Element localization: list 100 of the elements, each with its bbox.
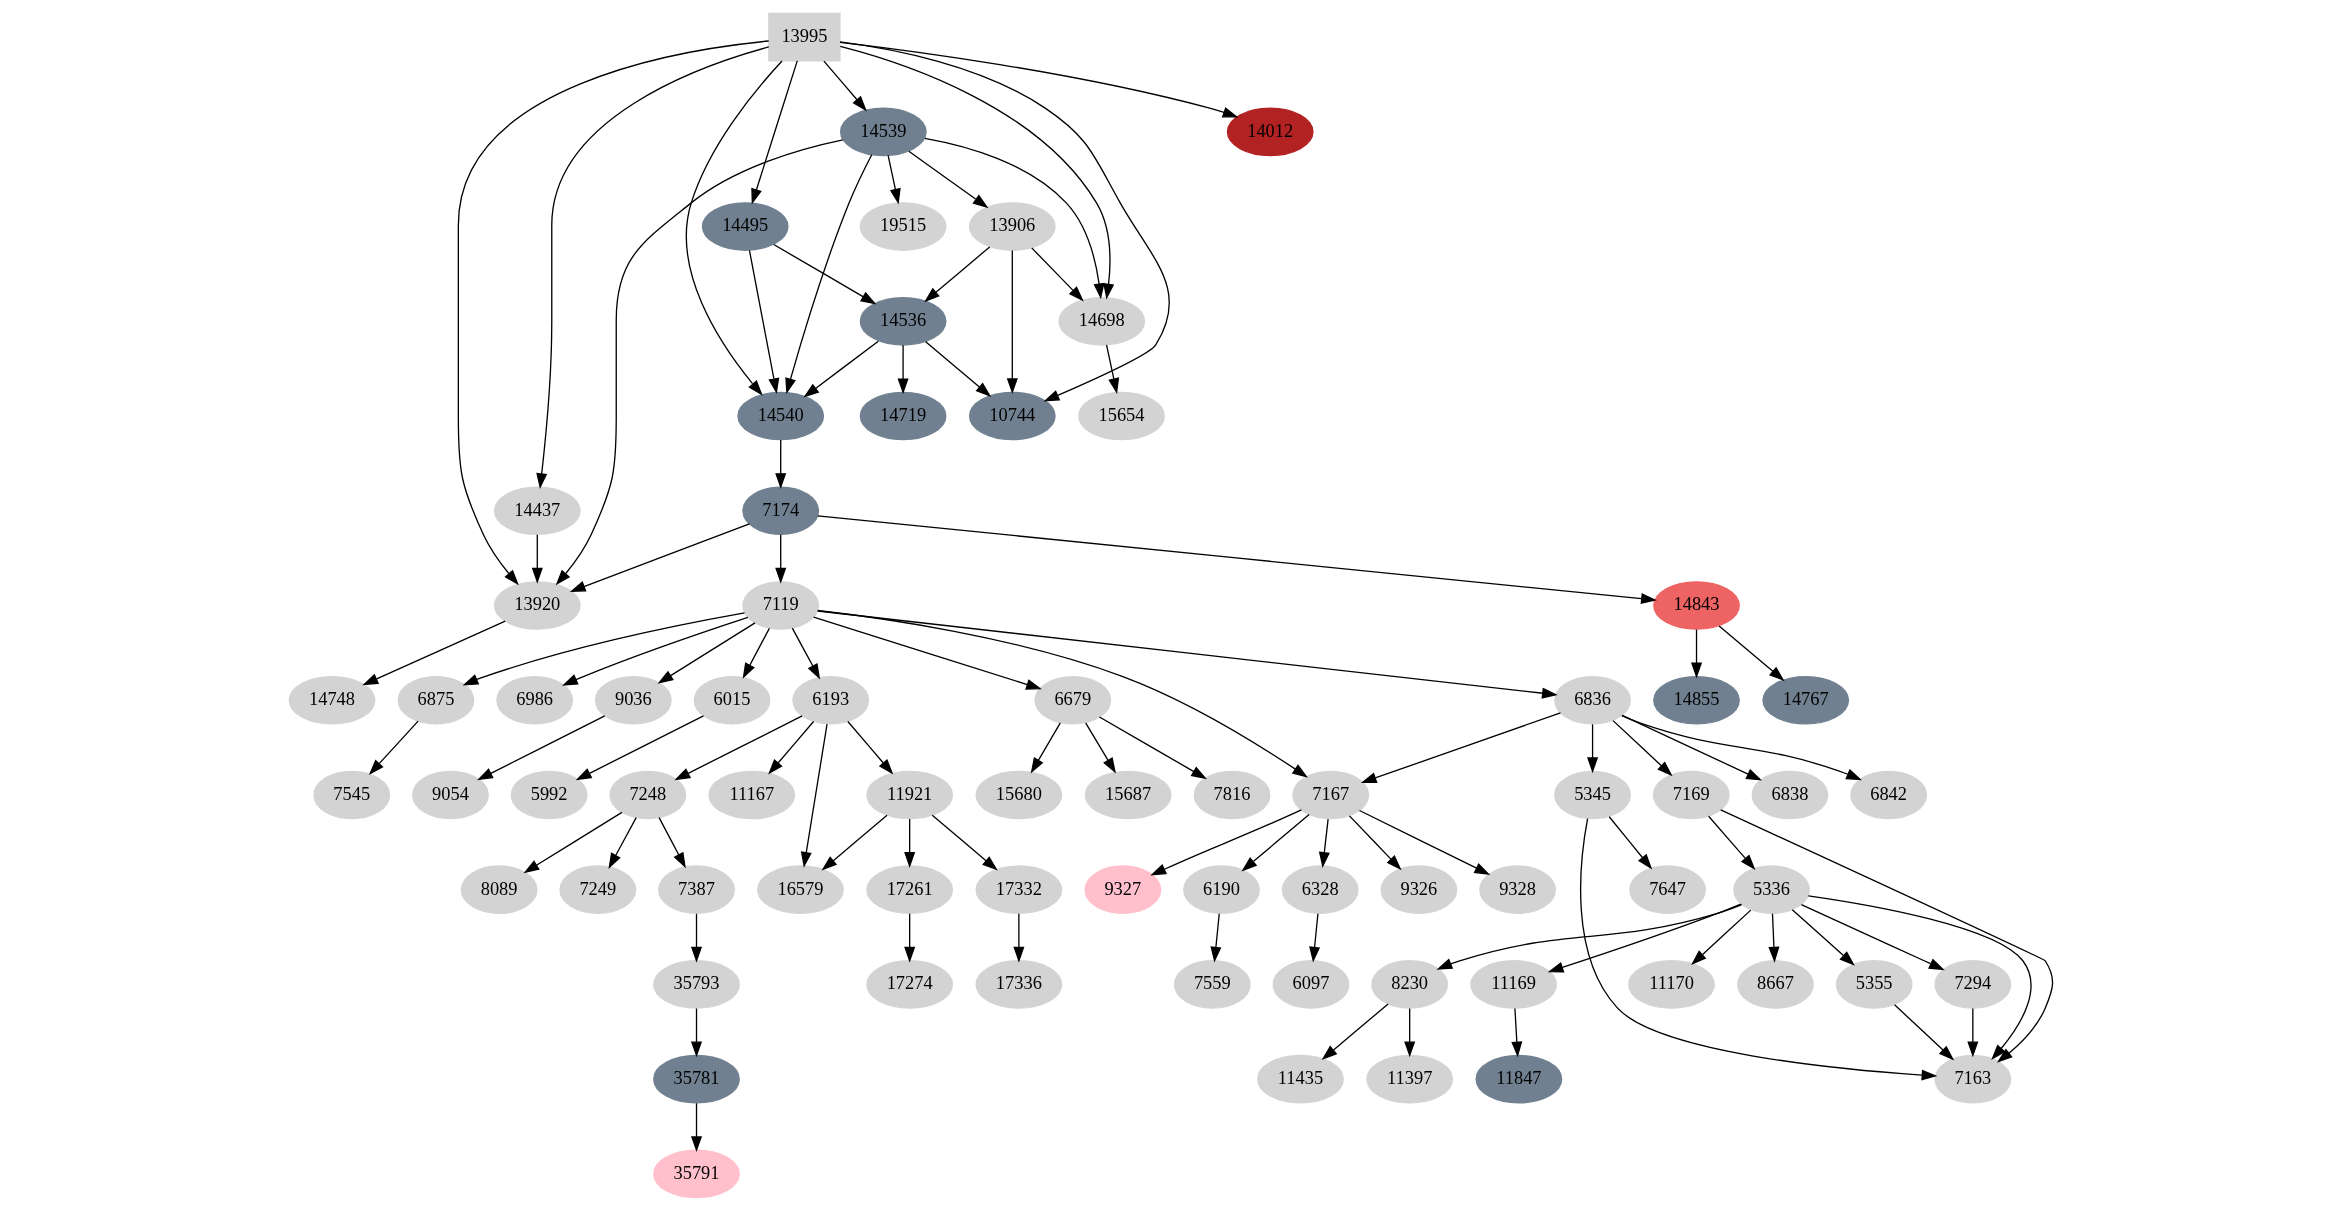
node-ellipse: 9054 [412,770,489,820]
arrow [1098,716,1208,780]
node-ellipse: 6836 [1554,675,1631,725]
arrow [690,913,703,963]
node-ellipse: 17274 [866,960,954,1009]
arrow [477,715,606,781]
node-ellipse: 8089 [460,865,538,915]
arrow [1768,913,1780,963]
arrow [823,60,867,112]
node-ellipse: 14698 [1058,296,1146,346]
node-box: 13995 [768,12,841,62]
node-ellipse: 7119 [742,581,820,630]
arrow [1210,913,1222,963]
arrow [362,620,506,686]
arrow [657,622,756,684]
arrow [523,811,623,874]
node-ellipse: 7559 [1173,960,1251,1009]
arrow [1031,247,1084,302]
arrow [1358,809,1491,875]
node-ellipse: 14539 [839,107,927,157]
node-ellipse: 17336 [975,960,1063,1009]
arrow [536,46,770,490]
arrow [1404,1007,1416,1058]
node-ellipse: 7248 [609,770,687,820]
arrow [1030,722,1061,774]
arrow [925,341,992,397]
node-ellipse: 8667 [1737,960,1814,1009]
node-ellipse: 14536 [859,296,947,346]
arrow [1691,909,1752,966]
arrow [531,534,543,584]
arrow [803,340,879,398]
arrow [1360,712,1562,784]
arrow [1511,1007,1523,1058]
node-ellipse: 14719 [859,391,947,441]
node-ellipse: 6875 [397,675,475,725]
node-ellipse: 6328 [1281,865,1359,915]
arrow [1241,813,1310,872]
arrow [751,60,798,205]
node-ellipse: 6015 [693,675,771,725]
arrow [1580,817,1938,1081]
node-ellipse: 5345 [1554,770,1631,820]
arrow [768,720,815,775]
arrow [462,612,746,686]
arrow [457,40,770,586]
arrow [924,246,991,303]
node-ellipse: 35791 [653,1149,740,1199]
node-ellipse: 16579 [757,865,844,915]
arrow [1807,895,2032,1061]
arrow [1621,715,1862,781]
arrow [674,715,803,781]
node-ellipse: 9327 [1084,865,1162,915]
arrow [1708,815,1756,870]
node-ellipse: 11921 [866,770,954,820]
arrow [555,139,844,586]
node-ellipse: 14843 [1653,581,1740,630]
node-ellipse: 5355 [1835,960,1913,1009]
node-ellipse: 6679 [1034,675,1112,725]
node-ellipse: 11435 [1257,1054,1344,1104]
arrow [1013,913,1025,963]
node-ellipse: 14855 [1653,675,1740,725]
arrow [1436,904,1743,970]
arrow [562,616,749,686]
node-ellipse: 19515 [859,202,947,251]
node-ellipse: 35793 [653,960,740,1009]
arrow [1547,903,1742,973]
node-ellipse: 11397 [1366,1054,1454,1104]
node-ellipse: 6842 [1850,770,1928,820]
node-ellipse: 35781 [653,1054,740,1104]
node-ellipse: 7647 [1629,865,1706,915]
arrow [1348,815,1402,871]
arrow [575,715,705,781]
arrow [775,534,787,584]
node-ellipse: 7545 [313,770,391,820]
arrow [1893,1004,1955,1061]
arrow [791,627,821,680]
arrow [1720,809,2054,1063]
arrow [1587,723,1599,774]
arrow [1150,809,1303,876]
arrow [1318,818,1330,868]
node-ellipse: 6190 [1183,865,1260,915]
arrow [1800,904,1945,971]
node-ellipse: 7249 [559,865,637,915]
node-ellipse: 10744 [968,391,1056,441]
node-ellipse: 11167 [708,770,796,820]
node-ellipse: 9328 [1479,865,1556,915]
node-ellipse: 15654 [1078,391,1165,441]
arrow [1612,719,1673,777]
arrow [1621,714,1762,781]
arrow [368,720,419,775]
arrow [775,439,787,489]
arrow [817,515,1657,605]
arrow [904,913,916,963]
arrow [742,627,771,679]
node-ellipse: 13920 [493,581,581,630]
arrow [817,609,1308,778]
node-ellipse: 17261 [866,865,954,915]
arrow [1006,249,1018,395]
arrow [897,344,909,395]
node-ellipse: 7167 [1292,770,1370,820]
arrow [887,154,901,205]
